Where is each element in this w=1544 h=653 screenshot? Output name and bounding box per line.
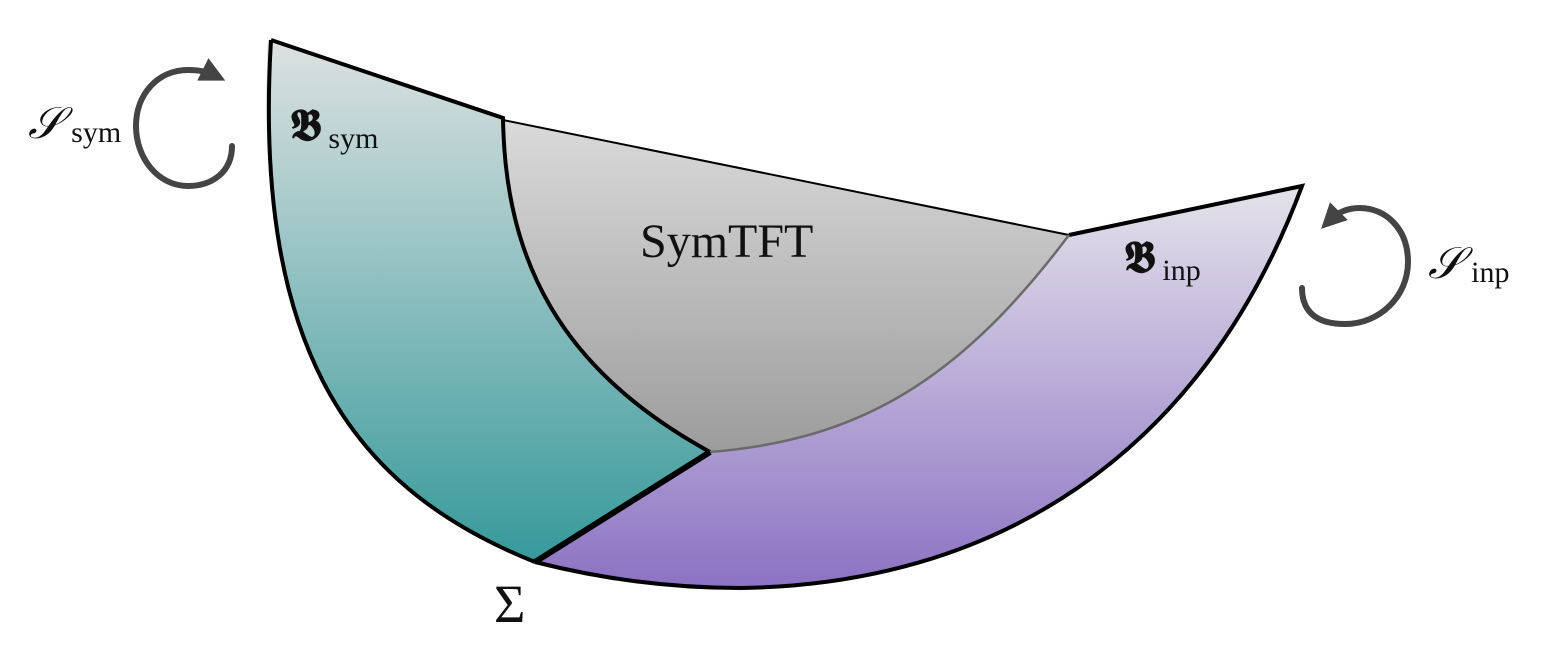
boundary-sym-symbol: 𝕭 — [290, 100, 321, 151]
boundary-inp-subscript: inp — [1162, 254, 1200, 287]
top-edge-outline — [502, 119, 1070, 236]
boundary-sym-label: 𝕭 sym — [290, 100, 378, 155]
interface-curve — [709, 234, 1070, 454]
boundary-sym-subscript: sym — [328, 122, 378, 155]
inp-symmetry-arrow-icon — [1299, 202, 1412, 328]
sym-boundary-outline — [266, 38, 711, 564]
sigma-edge — [533, 449, 712, 565]
symmetry-boundary-region — [266, 40, 710, 562]
boundary-inp-symbol: 𝕭 — [1124, 232, 1155, 283]
symmetry-sym-subscript: sym — [71, 116, 121, 149]
boundary-inp-label: 𝕭 inp — [1124, 232, 1201, 287]
inp-boundary-outline — [534, 183, 1306, 591]
input-boundary-region — [535, 186, 1302, 588]
symmetry-inp-label: 𝒮 inp — [1428, 238, 1510, 289]
symmetry-sym-label: 𝒮 sym — [28, 98, 121, 149]
symmetry-sym-symbol: 𝒮 — [28, 98, 73, 149]
symmetry-inp-symbol: 𝒮 — [1428, 238, 1473, 289]
sym-symmetry-arrow-icon — [132, 58, 235, 190]
sigma-label: Σ — [494, 574, 525, 634]
symtft-label: SymTFT — [640, 215, 813, 268]
symmetry-inp-subscript: inp — [1471, 256, 1509, 289]
